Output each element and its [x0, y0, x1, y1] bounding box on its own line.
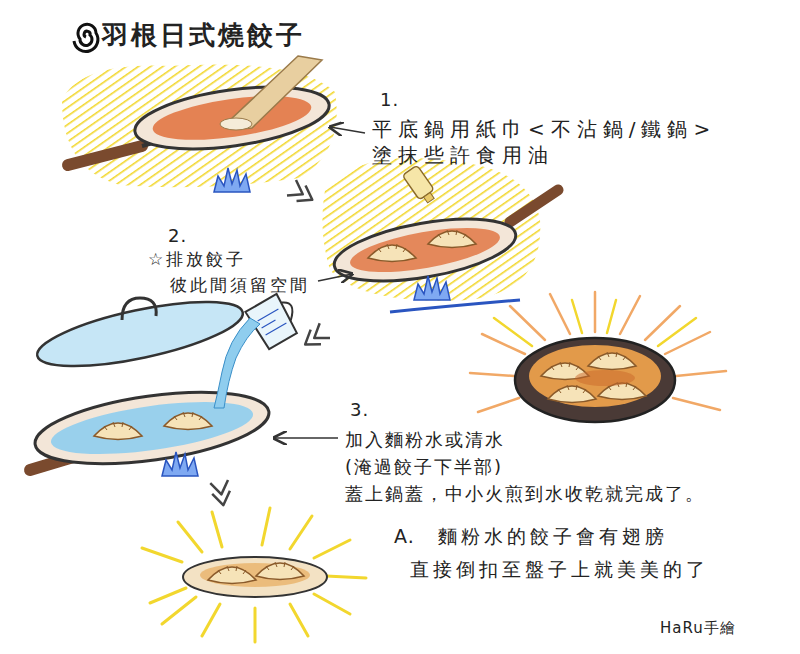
water-stream: [214, 318, 260, 408]
step-note: ☆排放餃子 彼此間須留空間: [148, 246, 348, 298]
flame: [214, 168, 250, 192]
oil-layer: [150, 88, 314, 148]
label-slot: 2.: [168, 224, 208, 248]
title-spiral: [74, 24, 98, 51]
label-slot: 3.: [350, 398, 390, 422]
step-note: 平底鍋用紙巾<不沾鍋/鐵鍋> 塗抹些許食用油: [372, 116, 742, 168]
iron-skillet: [515, 338, 675, 422]
dumpling-wing: [200, 563, 310, 587]
light-rays: [142, 508, 366, 642]
browned-crust: [575, 370, 635, 386]
callout-number: A.: [394, 520, 434, 553]
plate: [183, 557, 327, 597]
label-slot: 加入麵粉水或清水 (淹過餃子下半部) 蓋上鍋蓋，中小火煎到水收乾就完成了。: [345, 426, 745, 507]
flow-chevron: [287, 180, 317, 208]
dumpling: [256, 562, 304, 580]
flow-chevron: [300, 323, 330, 352]
label-slot: A.: [394, 520, 434, 553]
oil-layer: [347, 219, 503, 281]
step-note: 加入麵粉水或清水 (淹過餃子下半部) 蓋上鍋蓋，中小火煎到水收乾就完成了。: [345, 426, 745, 507]
crispy-wing: [529, 345, 661, 407]
leader-line: [330, 127, 365, 133]
towel-tip: [220, 118, 252, 130]
flame: [162, 452, 198, 476]
dumpling: [208, 566, 256, 584]
frying-pan: [330, 207, 521, 292]
label-slot: ☆排放餃子 彼此間須留空間: [148, 246, 348, 298]
leader-line: [318, 274, 352, 281]
pan-handle: [510, 190, 558, 222]
label-slot: HaRu手繪: [660, 618, 780, 638]
leader-line: [274, 437, 338, 439]
step-note: 麵粉水的餃子會有翅膀 直接倒扣至盤子上就美美的了: [410, 520, 750, 586]
paper-towel: [228, 56, 322, 128]
pan-lid: [32, 289, 247, 380]
flame: [414, 276, 450, 300]
label-slot: 平底鍋用紙巾<不沾鍋/鐵鍋> 塗抹些許食用油: [372, 116, 742, 168]
dumpling: [94, 422, 142, 440]
frying-pan: [131, 77, 333, 160]
flow-chevron: [210, 480, 232, 507]
blue-stroke: [390, 300, 520, 312]
light-rays: [470, 292, 726, 412]
callout-number: 3.: [350, 398, 390, 422]
dumpling: [164, 412, 212, 430]
lid-knob: [122, 298, 156, 320]
label-slot: 1.: [380, 88, 420, 112]
dumpling: [368, 244, 416, 262]
callout-number: 1.: [380, 88, 420, 112]
oil-bottle: [402, 165, 438, 206]
frying-pan: [31, 380, 274, 476]
callout-number: 2.: [168, 224, 208, 248]
label-slot: 麵粉水的餃子會有翅膀 直接倒扣至盤子上就美美的了: [410, 520, 750, 586]
title: 羽根日式燒餃子: [102, 18, 342, 52]
pan-handle: [68, 146, 142, 165]
crayon-background: [322, 158, 540, 301]
title-slot: 羽根日式燒餃子: [102, 18, 342, 52]
fried-dumplings: [541, 352, 646, 403]
signature: HaRu手繪: [660, 618, 780, 638]
dumpling: [428, 230, 476, 248]
